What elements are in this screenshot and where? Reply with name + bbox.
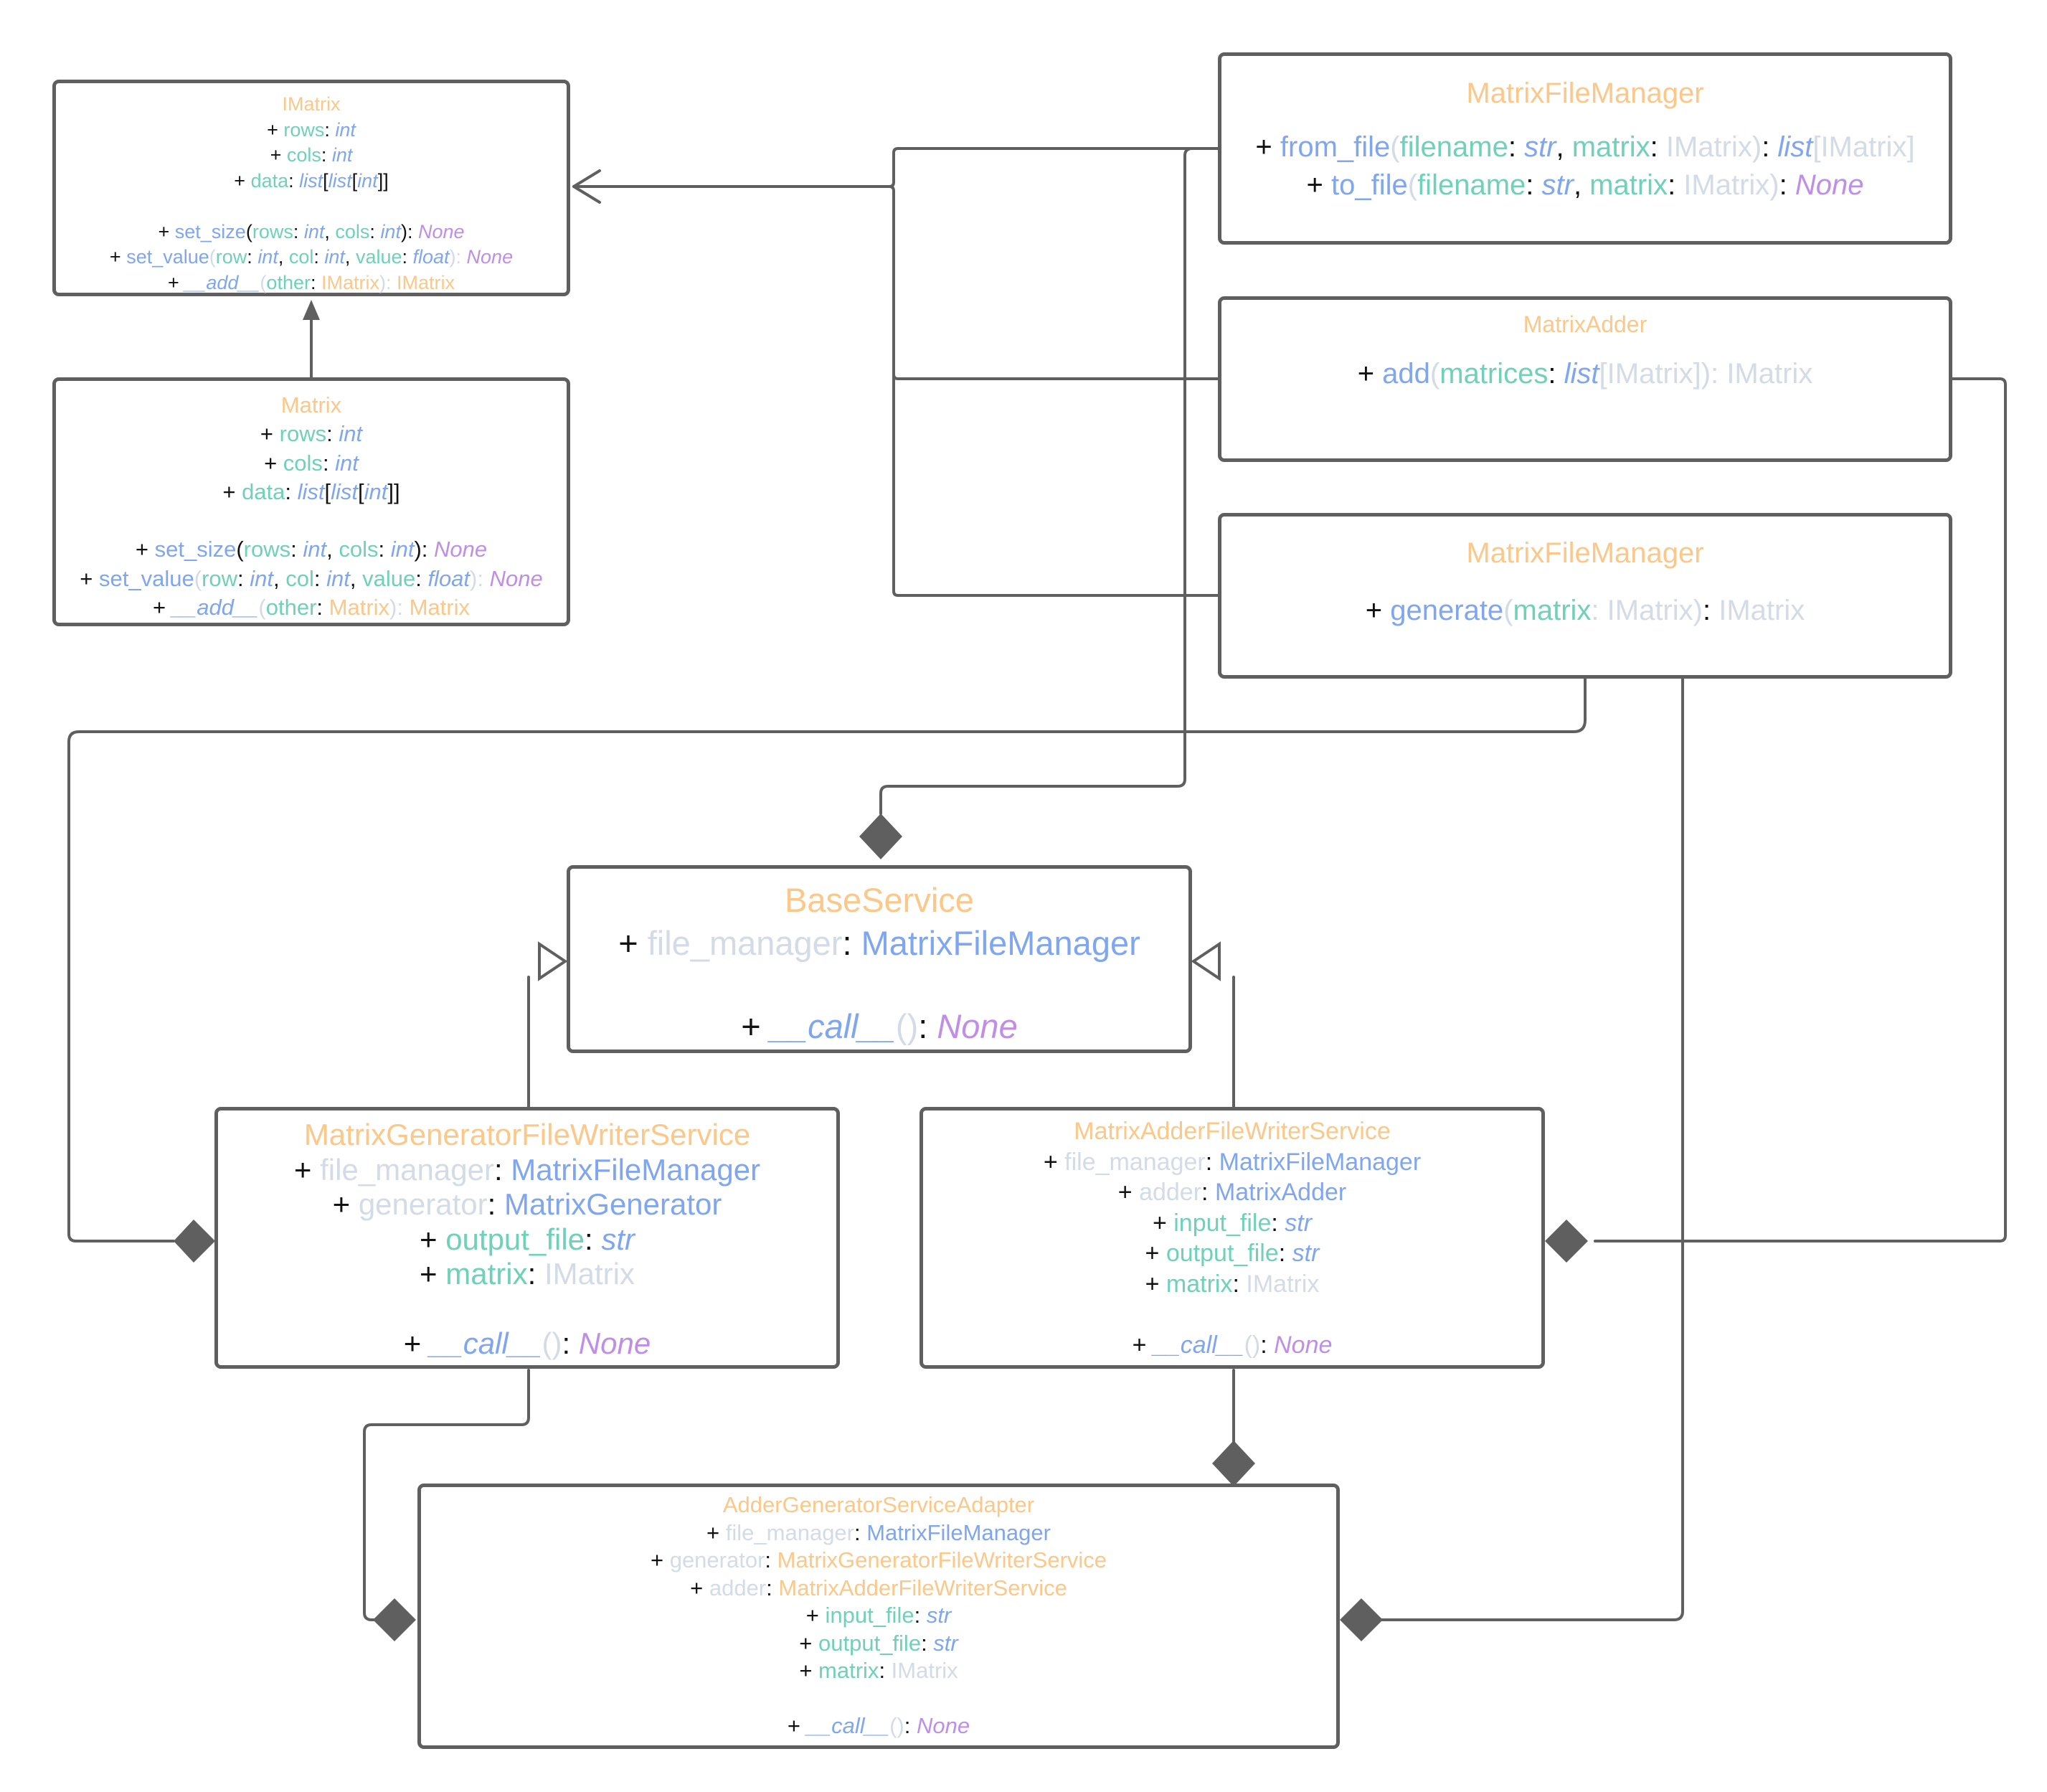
spacer bbox=[421, 1685, 1336, 1713]
matrix-file-manager-io-class[interactable]: MatrixFileManager + from_file(filename: … bbox=[1218, 52, 1952, 245]
inheritance-arrowhead-right bbox=[1191, 941, 1221, 981]
method-set-size: + set_size(rows: int, cols: int): None bbox=[158, 220, 465, 242]
attr-cols: + cols: int bbox=[264, 450, 359, 476]
attr-matrix: + matrix: IMatrix bbox=[1145, 1270, 1320, 1298]
attr-matrix: + matrix: IMatrix bbox=[799, 1658, 958, 1683]
attr-adder: + adder: MatrixAdder bbox=[1117, 1179, 1347, 1206]
matrix-class[interactable]: Matrix + rows: int + cols: int + data: l… bbox=[52, 377, 570, 626]
realization-arrowhead bbox=[303, 300, 320, 320]
attr-generator: + generator: MatrixGeneratorFileWriterSe… bbox=[650, 1547, 1107, 1572]
spacer bbox=[218, 1292, 836, 1327]
matrix-generator-file-writer-service-class[interactable]: MatrixGeneratorFileWriterService + file_… bbox=[214, 1107, 840, 1369]
attr-file-manager: + file_manager: MatrixFileManager bbox=[293, 1152, 761, 1187]
spacer bbox=[570, 965, 1188, 1008]
class-title: BaseService bbox=[785, 881, 974, 919]
attr-rows: + rows: int bbox=[260, 421, 363, 447]
spacer bbox=[56, 194, 567, 220]
attr-output-file: + output_file: str bbox=[419, 1222, 635, 1256]
class-title: AdderGeneratorServiceAdapter bbox=[722, 1492, 1035, 1517]
spacer bbox=[56, 506, 567, 535]
attr-file-manager: + file_manager: MatrixFileManager bbox=[618, 924, 1140, 962]
class-title: IMatrix bbox=[282, 93, 341, 115]
class-title: Matrix bbox=[280, 392, 342, 418]
filemanager-top-uses-imatrix-line bbox=[572, 147, 1221, 188]
composition-diamond-genwriter bbox=[174, 1220, 215, 1263]
attr-rows: + rows: int bbox=[267, 118, 356, 141]
imatrix-class[interactable]: IMatrix + rows: int + cols: int + data: … bbox=[52, 80, 570, 296]
composition-diamond-adapter-top bbox=[1212, 1440, 1255, 1486]
class-title: MatrixAdderFileWriterService bbox=[1074, 1118, 1391, 1145]
method-set-value: + set_value(row: int, col: int, value: f… bbox=[109, 246, 514, 268]
method-to-file: + to_file(filename: str, matrix: IMatrix… bbox=[1306, 169, 1864, 201]
method-add: + add(matrices: list[IMatrix]): IMatrix bbox=[1357, 358, 1813, 390]
matrix-file-manager-generator-class[interactable]: MatrixFileManager + generate(matrix: IMa… bbox=[1218, 513, 1952, 679]
matrix-adder-file-writer-service-class[interactable]: MatrixAdderFileWriterService + file_mana… bbox=[920, 1107, 1545, 1369]
spacer bbox=[1221, 571, 1949, 593]
method-add: + __add__(other: Matrix): Matrix bbox=[153, 595, 470, 621]
attr-data: + data: list[list[int]] bbox=[234, 169, 389, 192]
attr-input-file: + input_file: str bbox=[1152, 1209, 1313, 1237]
attr-output-file: + output_file: str bbox=[799, 1630, 958, 1656]
spacer bbox=[1221, 113, 1949, 128]
attr-output-file: + output_file: str bbox=[1145, 1240, 1320, 1267]
class-title: MatrixGeneratorFileWriterService bbox=[303, 1118, 751, 1151]
adder-generator-service-adapter-class[interactable]: AdderGeneratorServiceAdapter + file_mana… bbox=[417, 1484, 1340, 1749]
attr-adder: + adder: MatrixAdderFileWriterService bbox=[690, 1575, 1067, 1600]
class-title: MatrixAdder bbox=[1523, 311, 1647, 337]
attr-generator: + generator: MatrixGenerator bbox=[332, 1187, 722, 1221]
matrix-adder-class[interactable]: MatrixAdder + add(matrices: list[IMatrix… bbox=[1218, 296, 1952, 462]
method-call: + __call__(): None bbox=[1132, 1331, 1333, 1359]
composition-diamond-base bbox=[859, 814, 902, 859]
base-composes-filemanager-line bbox=[879, 147, 1221, 815]
dependency-arrowhead bbox=[572, 169, 601, 204]
composition-diamond-adapter-left bbox=[373, 1598, 416, 1641]
method-add: + __add__(other: IMatrix): IMatrix bbox=[168, 271, 455, 293]
attr-file-manager: + file_manager: MatrixFileManager bbox=[706, 1519, 1051, 1545]
attr-file-manager: + file_manager: MatrixFileManager bbox=[1043, 1148, 1422, 1176]
attr-matrix: + matrix: IMatrix bbox=[420, 1257, 635, 1291]
attr-data: + data: list[list[int]] bbox=[222, 478, 400, 504]
attr-input-file: + input_file: str bbox=[805, 1603, 952, 1628]
composition-diamond-adderwriter bbox=[1545, 1220, 1588, 1263]
method-call: + __call__(): None bbox=[403, 1326, 651, 1360]
method-generate: + generate(matrix: IMatrix): IMatrix bbox=[1365, 595, 1805, 626]
spacer bbox=[923, 1299, 1541, 1330]
base-service-class[interactable]: BaseService + file_manager: MatrixFileMa… bbox=[567, 865, 1192, 1053]
method-call: + __call__(): None bbox=[787, 1713, 970, 1738]
inheritance-arrowhead-left bbox=[538, 941, 568, 981]
class-title: MatrixFileManager bbox=[1466, 77, 1704, 109]
adapter-composes-genwriter-line bbox=[363, 1369, 530, 1621]
composition-diamond-adapter-right bbox=[1340, 1598, 1383, 1641]
adderwriter-composes-adder-line bbox=[1594, 377, 2007, 1242]
adapter-composes-filemanager-line bbox=[1368, 676, 1684, 1621]
method-set-size: + set_size(rows: int, cols: int): None bbox=[135, 537, 488, 562]
method-from-file: + from_file(filename: str, matrix: IMatr… bbox=[1255, 131, 1915, 163]
genwriter-composes-filemanager-line bbox=[67, 676, 1587, 1242]
spacer bbox=[1221, 339, 1949, 356]
filemanager-gen-uses-imatrix-line bbox=[892, 357, 1221, 597]
class-title: MatrixFileManager bbox=[1466, 537, 1704, 569]
attr-cols: + cols: int bbox=[270, 144, 353, 166]
method-set-value: + set_value(row: int, col: int, value: f… bbox=[80, 565, 543, 591]
method-call: + __call__(): None bbox=[741, 1007, 1018, 1045]
adder-uses-imatrix-line bbox=[888, 185, 1221, 380]
